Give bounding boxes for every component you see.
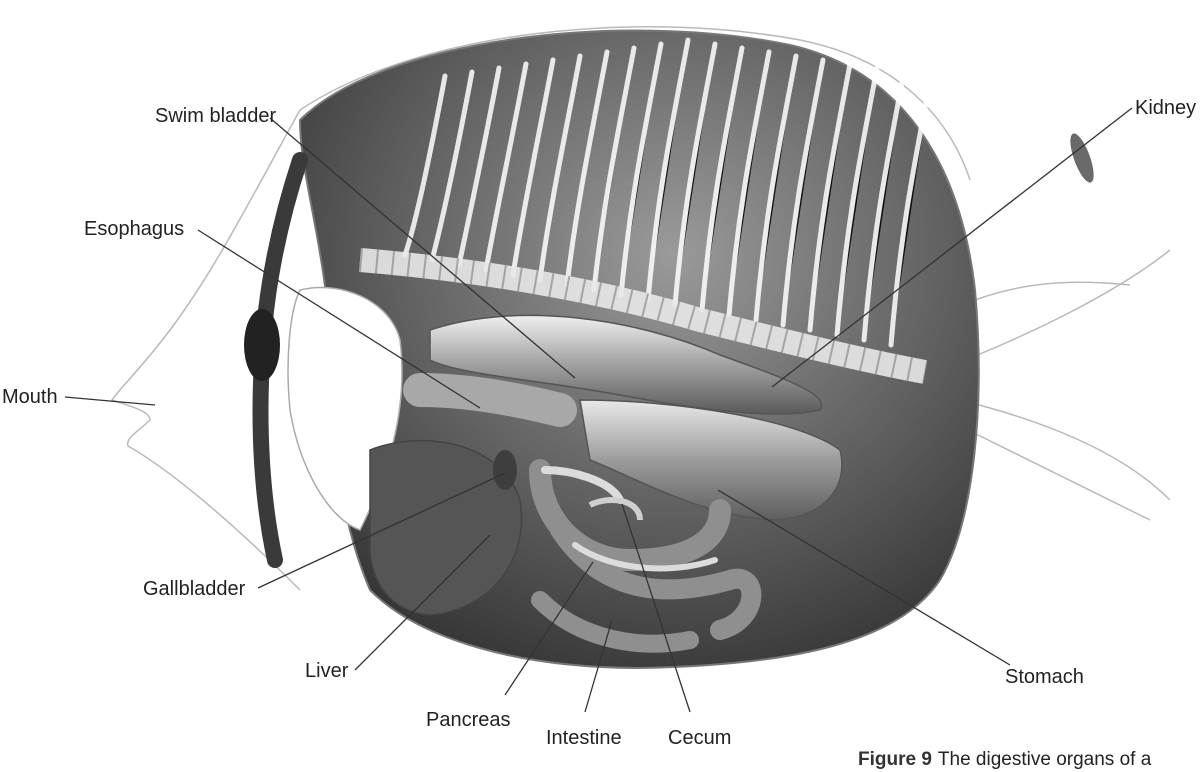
gallbladder-organ bbox=[493, 450, 517, 490]
leader-mouth bbox=[65, 397, 155, 405]
label-mouth: Mouth bbox=[2, 385, 58, 409]
label-liver: Liver bbox=[305, 659, 348, 683]
label-esophagus: Esophagus bbox=[84, 217, 184, 241]
label-cecum: Cecum bbox=[668, 726, 731, 750]
figure-number: Figure 9 bbox=[858, 749, 932, 770]
figure-caption: Figure 9 The digestive organs of a bbox=[858, 749, 1151, 771]
label-kidney: Kidney bbox=[1135, 96, 1196, 120]
dorsal-fin-mark bbox=[1066, 131, 1099, 185]
label-swim-bladder: Swim bladder bbox=[155, 104, 276, 128]
label-intestine: Intestine bbox=[546, 726, 622, 750]
label-pancreas: Pancreas bbox=[426, 708, 511, 732]
esophagus-organ bbox=[420, 390, 560, 410]
label-stomach: Stomach bbox=[1005, 665, 1084, 689]
label-gallbladder: Gallbladder bbox=[143, 577, 245, 601]
figure-caption-text: The digestive organs of a bbox=[938, 749, 1151, 770]
eye bbox=[244, 309, 280, 381]
